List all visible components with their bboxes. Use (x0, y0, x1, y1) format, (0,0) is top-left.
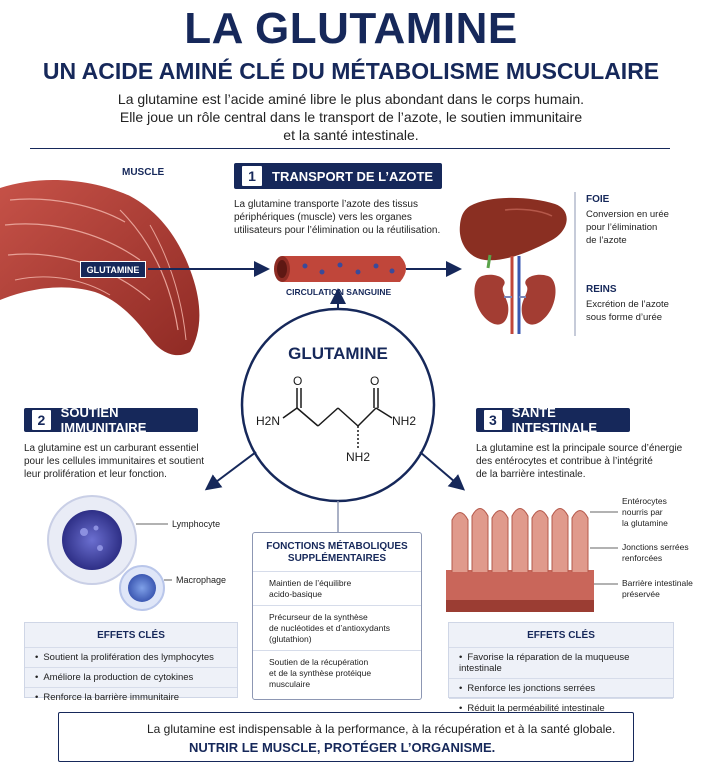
kidneys-illustration (474, 256, 556, 334)
text-line: leur prolifération et leur fonction. (24, 469, 167, 480)
section3-effects: EFFETS CLÉS Favorise la réparation de la… (448, 622, 674, 714)
effects-title: EFFETS CLÉS (97, 630, 165, 641)
text-line: Barrière intestinale (622, 578, 693, 588)
text-line: pour l’élimination (586, 222, 658, 233)
text-line: La glutamine est la principale source d’… (476, 443, 683, 454)
blood-vessel-illustration (274, 256, 406, 282)
effect-item: Favorise la réparation de la muqueuse in… (449, 647, 673, 678)
text-line: Jonctions serrées (622, 542, 689, 552)
section2-effects: EFFETS CLÉS Soutient la prolifération de… (24, 622, 238, 703)
metabolic-item: Précurseur de la synthèse de nucléotides… (253, 605, 421, 650)
text-line: de l’azote (586, 235, 627, 246)
text-line: renforcées (622, 553, 663, 563)
footer-line1: La glutamine est indispensable à la perf… (147, 722, 616, 736)
text-line: des entérocytes et contribue à l’intégri… (476, 456, 653, 467)
molecule-h2n: H2N (256, 414, 281, 428)
section2-text: La glutamine est un carburant essentiel … (24, 442, 244, 481)
text-line: de la barrière intestinale. (476, 469, 586, 480)
section3-text: La glutamine est la principale source d’… (476, 442, 696, 481)
section2-number: 2 (32, 410, 51, 430)
annotation-tight-junctions: Jonctions serrées renforcées (622, 542, 700, 564)
kidney-text: Excrétion de l’azote sous forme d’urée (586, 298, 690, 324)
molecule-o-right: O (370, 374, 380, 388)
text-line: pour les cellules immunitaires et soutie… (24, 456, 205, 467)
section3-number: 3 (484, 410, 502, 430)
effect-item: Réduit la perméabilité intestinale (449, 698, 673, 718)
text-line: La glutamine transporte l’azote des tiss… (234, 199, 418, 210)
text-line: Soutien de la récupération (269, 657, 369, 667)
intro-line: La glutamine est l’acide aminé libre le … (117, 91, 585, 107)
text-line: de nucléotides et d’antioxydants (269, 623, 390, 633)
muscle-label: MUSCLE (122, 167, 165, 178)
text-line: SUPPLÉMENTAIRES (287, 553, 387, 564)
molecule-nh2-bottom: NH2 (346, 450, 371, 464)
molecule-title: GLUTAMINE (288, 344, 388, 363)
text-line: et de la synthèse protéique (269, 668, 372, 678)
annotation-barrier: Barrière intestinale préservée (622, 578, 700, 600)
section2-title: SOUTIEN IMMUNITAIRE (60, 405, 147, 435)
text-line: la glutamine (622, 518, 668, 528)
text-line: périphériques (muscle) vers les organes (234, 212, 412, 223)
footer-line2: NUTRIR LE MUSCLE, PROTÉGER L’ORGANISME. (189, 740, 496, 755)
effect-item: Renforce la barrière immunitaire (25, 687, 237, 707)
text-line: Conversion en urée (586, 209, 669, 220)
lymphocyte-illustration (47, 495, 168, 585)
text-line: utilisateurs pour l’élimination ou la ré… (234, 225, 441, 236)
page-subtitle: UN ACIDE AMINÉ CLÉ DU MÉTABOLISME MUSCUL… (42, 58, 660, 84)
text-line: musculaire (269, 679, 311, 689)
section1-number: 1 (242, 166, 262, 186)
text-line: Précurseur de la synthèse (269, 612, 368, 622)
molecule-circle (240, 307, 436, 503)
intestinal-villi-illustration (446, 508, 618, 612)
macrophage-label: Macrophage (176, 575, 227, 585)
liver-illustration (459, 197, 567, 269)
section1-title: TRANSPORT DE L’AZOTE (272, 168, 434, 184)
annotation-enterocytes: Entérocytes nourris par la glutamine (622, 496, 700, 529)
glutamine-structure (282, 388, 393, 448)
footer-banner: La glutamine est indispensable à la perf… (58, 712, 634, 762)
text-line: sous forme d’urée (586, 312, 663, 323)
text-line: La glutamine est un carburant essentiel (24, 443, 199, 454)
liver-text: Conversion en urée pour l’élimination de… (586, 208, 686, 247)
lymphocyte-label: Lymphocyte (172, 519, 221, 529)
text-line: préservée (622, 589, 660, 599)
header-divider (30, 148, 670, 149)
vessel-label: CIRCULATION SANGUINE (286, 287, 392, 297)
text-line: nourris par (622, 507, 663, 517)
intro-line: et la santé intestinale. (283, 127, 419, 143)
metabolic-item: Maintien de l’équilibre acido-basique (253, 571, 421, 605)
kidney-title: REINS (586, 284, 617, 295)
effects-title: EFFETS CLÉS (527, 630, 595, 641)
section3-header: 3 SANTÉ INTESTINALE (476, 405, 630, 435)
text-line: Entérocytes (622, 496, 667, 506)
metabolic-item: Soutien de la récupération et de la synt… (253, 650, 421, 695)
macrophage-illustration (119, 565, 172, 611)
text-line: FONCTIONS MÉTABOLIQUES (266, 541, 408, 552)
metabolic-title: FONCTIONS MÉTABOLIQUES SUPPLÉMENTAIRES (253, 541, 421, 565)
effect-item: Améliore la production de cytokines (25, 667, 237, 687)
text-line: Excrétion de l’azote (586, 299, 669, 310)
glutamine-tag: GLUTAMINE (80, 261, 146, 278)
text-line: (glutathion) (269, 634, 312, 644)
section3-title: SANTÉ INTESTINALE (511, 405, 598, 435)
effect-item: Soutient la prolifération des lymphocyte… (25, 647, 237, 667)
section1-header: 1 TRANSPORT DE L’AZOTE (234, 163, 442, 189)
text-line: Maintien de l’équilibre (269, 578, 352, 588)
intro-line: Elle joue un rôle central dans le transp… (119, 109, 583, 125)
intro-text: La glutamine est l’acide aminé libre le … (70, 90, 632, 144)
text-line: acido-basique (269, 589, 322, 599)
molecule-nh2-right: NH2 (392, 414, 417, 428)
effect-item: Renforce les jonctions serrées (449, 678, 673, 698)
metabolic-functions-box: FONCTIONS MÉTABOLIQUES SUPPLÉMENTAIRES M… (252, 532, 422, 700)
section1-text: La glutamine transporte l’azote des tiss… (234, 198, 464, 237)
page-title: LA GLUTAMINE (184, 4, 518, 53)
molecule-o-left: O (293, 374, 303, 388)
liver-title: FOIE (586, 194, 610, 205)
section2-header: 2 SOUTIEN IMMUNITAIRE (24, 405, 198, 435)
